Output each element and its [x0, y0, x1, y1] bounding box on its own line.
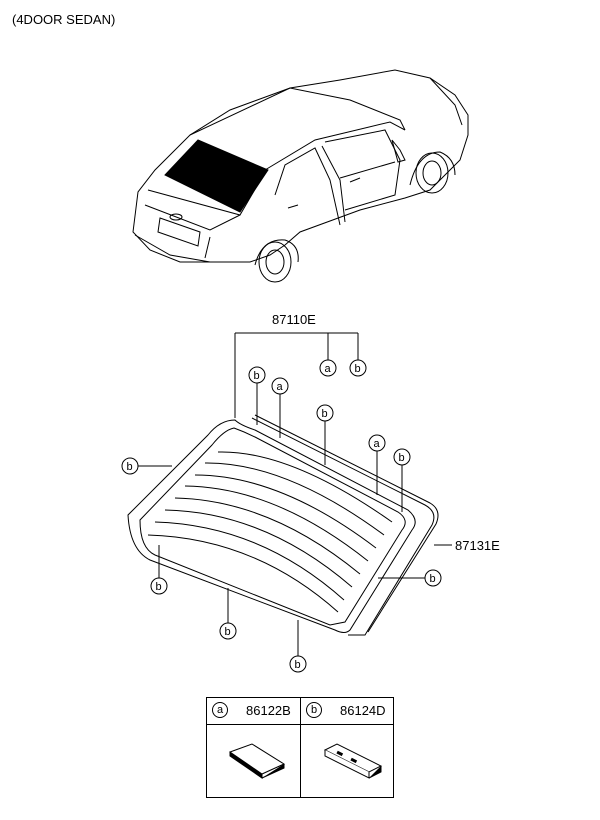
callout-b: b: [225, 626, 231, 638]
car-illustration: [132, 69, 469, 283]
callout-a: a: [277, 381, 284, 393]
legend-item-a: a 86122B: [212, 702, 291, 718]
legend-item-b: b 86124D: [306, 702, 386, 718]
callout-b: b: [322, 408, 328, 420]
callout-b: b: [295, 659, 301, 671]
legend-letter-a: a: [212, 702, 228, 718]
callout-b: b: [399, 452, 405, 464]
callout-b: b: [430, 573, 436, 585]
part-a-image: [228, 743, 286, 779]
legend-table: a 86122B b 86124D: [206, 697, 394, 798]
part-87131E-label: 87131E: [455, 538, 500, 553]
part-87110E-label: 87110E: [272, 312, 316, 327]
callout-b: b: [127, 461, 133, 473]
legend-part-b: 86124D: [340, 702, 386, 718]
variant-label: (4DOOR SEDAN): [12, 12, 116, 27]
callout-b: b: [355, 363, 361, 375]
part-b-image: [323, 743, 383, 779]
leader-87110E: [234, 332, 359, 418]
legend-letter-b: b: [306, 702, 322, 718]
callout-a: a: [325, 363, 332, 375]
callouts: a b b a b a b b b b b: [121, 359, 442, 673]
callout-a: a: [374, 438, 381, 450]
callout-b: b: [254, 370, 260, 382]
legend-part-a: 86122B: [246, 702, 291, 718]
callout-b: b: [156, 581, 162, 593]
rear-glass: [127, 414, 439, 636]
legend-divider: [300, 698, 301, 797]
